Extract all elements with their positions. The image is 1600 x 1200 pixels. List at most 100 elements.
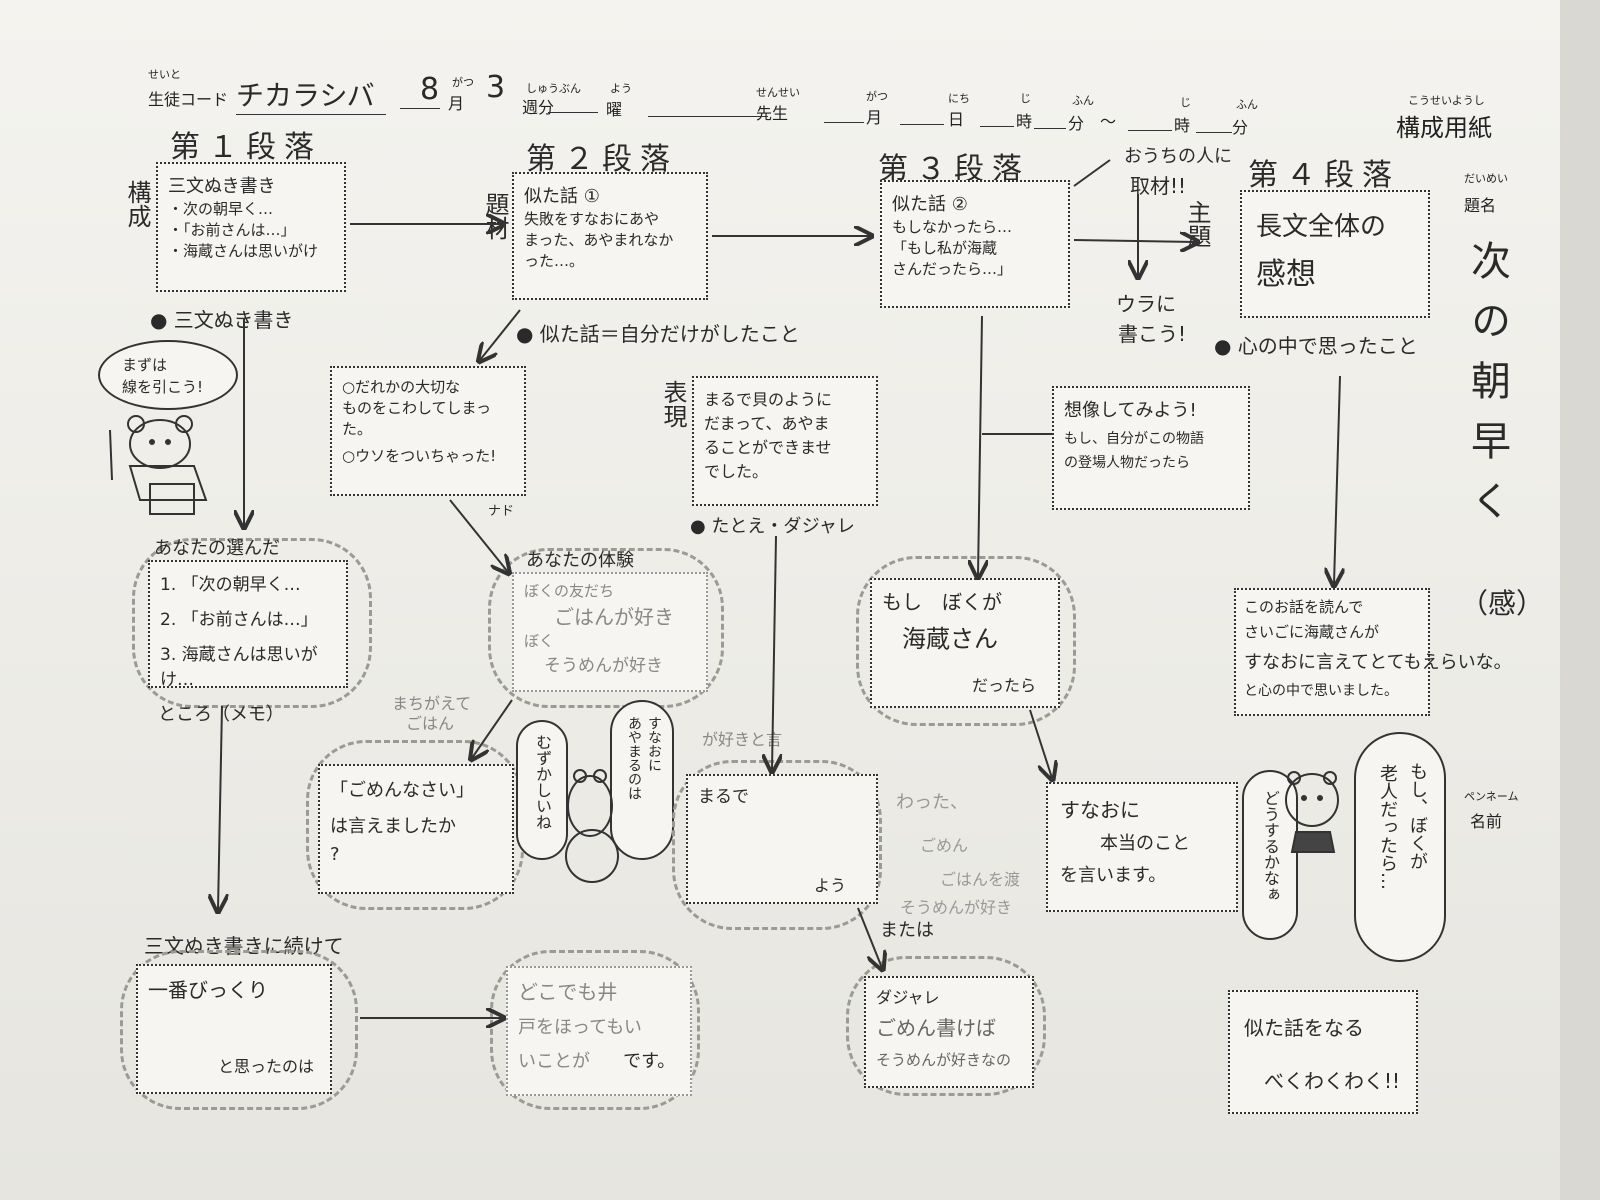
day-label: 曜: [606, 100, 623, 119]
week-label: 週分: [522, 98, 555, 117]
student-code-ruby: せいと: [148, 68, 181, 81]
bear-drawing: [109, 415, 208, 515]
memo-box: 1. 「次の朝早く… 2. 「お前さんは…」 3. 海蔵さんは思いがけ…: [148, 560, 348, 690]
name-label: 名前: [1470, 812, 1503, 831]
tsuzukete-line: と思ったのは: [218, 1057, 315, 1076]
d-blank: [900, 124, 944, 125]
machigaete-line: まちがえて: [392, 694, 472, 713]
section1-note: ● 三文ぬき書き: [150, 308, 294, 332]
tsuzukete-cloud: [120, 950, 358, 1110]
hyogen-line: まるで貝のように: [704, 390, 833, 409]
title-suffix: （感）: [1460, 587, 1545, 620]
month-ruby: がつ: [452, 76, 474, 89]
kansou-line: さいごに海蔵さんが: [1244, 623, 1380, 641]
week-ruby: しゅうぶん: [526, 82, 581, 95]
faint-note: わった、: [896, 792, 968, 813]
min2-label: 分: [1232, 118, 1249, 137]
dokodemo-line: いことが: [518, 1051, 590, 1072]
dou-text: どうするかなぁ: [1261, 790, 1280, 902]
wakuwaku-line: べくわくわく!!: [1264, 1069, 1401, 1093]
you-text: よう: [813, 876, 846, 895]
section4-line: 感想: [1256, 257, 1316, 292]
experience-nado: ナド: [488, 504, 515, 519]
tsuzukete-line: 一番びっくり: [148, 978, 268, 1002]
section4-note: ● 心の中で思ったこと: [1214, 334, 1418, 358]
arrow-moshi-sunao: [1029, 709, 1052, 778]
h2-blank: [1128, 130, 1172, 131]
moshi-cloud: [856, 556, 1076, 726]
taiken-cloud: [488, 548, 724, 708]
taiken-title: あなたの体験: [526, 550, 634, 571]
arrow-example-taiken: [449, 499, 508, 572]
section1-box: 三文ぬき書き ・次の朝早く… ・「お前さんは…」 ・海蔵さんは思いがけ: [156, 162, 346, 292]
moshi-box: もし ぼくが 海蔵さん だったら: [870, 578, 1060, 708]
section3-box: 似た話 ② もしなかったら… 「もし私が海蔵 さんだったら…」: [880, 180, 1070, 308]
student-code-value: チカラシバ: [236, 74, 386, 115]
min2-ruby: ふん: [1236, 98, 1258, 111]
taiken-line: そうめんが好き: [544, 656, 663, 676]
taiken-box: ぼくの友だち ごはんが好き ぼく そうめんが好き: [512, 572, 708, 692]
memo-cloud: [132, 538, 372, 708]
experience-line: た。: [342, 420, 373, 438]
hyogen-line: だまって、あやま: [704, 414, 830, 433]
gomen-line: ?: [330, 844, 340, 865]
faint-note: そうめんが好き: [900, 898, 1013, 917]
first-hint-line: まずは: [122, 356, 168, 374]
arrow-s3-s4: [1073, 240, 1196, 242]
min-blank: [1034, 128, 1066, 129]
section2-line: 失敗をすなおにあや: [524, 210, 660, 228]
dokodemo-line: どこでも井: [518, 980, 618, 1004]
first-hint-bubble: まずは 線を引こう!: [98, 340, 238, 410]
arrow-marude-dajare: [857, 907, 882, 968]
memo-item: 3. 海蔵さんは思いがけ…: [160, 645, 318, 690]
matawa-text: または: [880, 920, 934, 941]
teacher-ruby: せんせい: [756, 86, 800, 99]
frog-bubble-2-text: すなおに: [646, 716, 662, 772]
hyogen-note: ● たとえ・ダジャレ: [690, 516, 855, 537]
min-ruby: ふん: [1072, 94, 1094, 107]
dokodemo-line: です。: [623, 1051, 676, 1072]
hyogen-line: でした。: [704, 462, 769, 481]
dokodemo-box: どこでも井 戸をほってもい いことが です。: [506, 966, 692, 1096]
arrow-hyogen-marude: [772, 535, 776, 770]
frog-bubble-1-text: むずかしいね: [533, 734, 552, 830]
taiken-line: ごはんが好き: [554, 605, 674, 629]
old-man-line: 老人だったら…: [1377, 764, 1398, 890]
moshi-line: 海蔵さん: [902, 625, 998, 653]
kansou-box: このお話を読んで さいごに海蔵さんが すなおに言えてとてもえらいな。 と心の中で…: [1234, 588, 1512, 716]
m-blank: [824, 122, 864, 123]
experience-line: ○だれかの大切な: [342, 378, 461, 396]
section1-line: ・次の朝早く…: [168, 200, 274, 218]
m-ruby: がつ: [866, 90, 888, 103]
souzou-line: 想像してみよう!: [1064, 400, 1197, 421]
arrow-memo-tsuzukete: [218, 705, 222, 910]
faint-note: ごめん: [920, 836, 969, 855]
section1-side-label: 構成: [123, 180, 151, 228]
souzou-line: もし、自分がこの物語: [1064, 431, 1204, 447]
section3-line: もしなかったら…: [892, 218, 1013, 236]
background-board: [1560, 0, 1600, 1200]
day-ruby: よう: [610, 82, 632, 95]
section3-line: 「もし私が海蔵: [892, 239, 998, 257]
frog-drawing: [565, 769, 619, 883]
month-label: 月: [448, 94, 465, 113]
section4-heading: 第４段落: [1248, 158, 1400, 193]
marude-box: まるで よう: [686, 774, 878, 904]
week-value: 3: [486, 70, 506, 105]
section3-line: 似た話 ②: [892, 194, 968, 215]
week-blank: [548, 112, 598, 113]
section2-note: ● 似た話＝自分だけがしたこと: [516, 322, 800, 346]
h2-label: 時: [1174, 116, 1191, 135]
arrow-s2-example: [480, 309, 521, 360]
hyogen-line: ることができませ: [704, 438, 832, 457]
experience-line: ○ウソをついちゃった!: [342, 447, 497, 465]
section4-line: 長文全体の: [1256, 212, 1387, 242]
section2-box: 似た話 ① 失敗をすなおにあや まった、あやまれなか った…。: [512, 172, 708, 300]
dajare-cloud: [846, 956, 1046, 1096]
experience-example-box: ○だれかの大切な ものをこわしてしまっ た。 ○ウソをついちゃった!: [330, 366, 526, 496]
interview-line1: おうちの人に: [1124, 146, 1232, 167]
interview-line2: 取材!!: [1130, 174, 1187, 198]
section2-heading: 第２段落: [526, 142, 678, 177]
souzou-box: 想像してみよう! もし、自分がこの物語 の登場人物だったら: [1052, 386, 1250, 510]
